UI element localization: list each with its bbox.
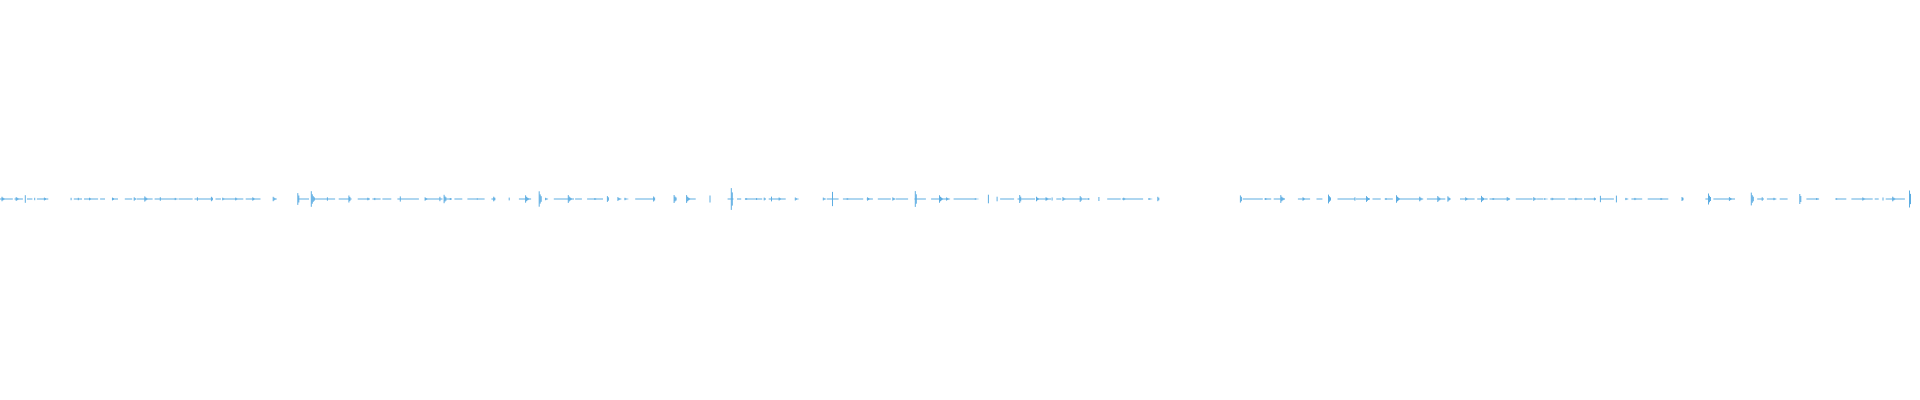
- waveform-trace: [0, 188, 1911, 210]
